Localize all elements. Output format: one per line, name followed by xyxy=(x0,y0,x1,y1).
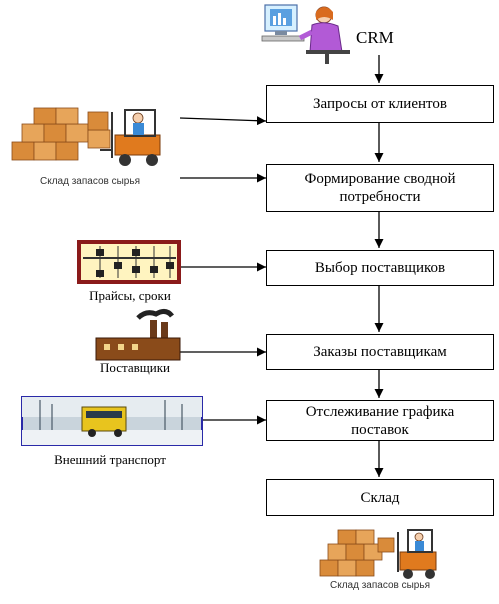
step-demand-formation: Формирование сводной потребности xyxy=(266,164,494,212)
warehouse-forklift-icon-top xyxy=(5,100,180,180)
truck-photo-icon xyxy=(21,396,203,446)
step-delivery-tracking-text: Отслеживание графика поставок xyxy=(305,403,455,438)
step-supplier-orders-text: Заказы поставщикам xyxy=(313,344,447,360)
crm-label: CRM xyxy=(356,28,394,47)
factory-icon xyxy=(95,308,181,361)
abacus-icon xyxy=(77,240,181,284)
caption-suppliers: Поставщики xyxy=(100,360,170,375)
caption-warehouse-bottom: Склад запасов сырья xyxy=(330,580,430,591)
step-demand-formation-text: Формирование сводной потребности xyxy=(304,171,456,205)
caption-transport: Внешний транспорт xyxy=(54,452,166,467)
caption-prices: Прайсы, сроки xyxy=(89,288,171,303)
step-client-requests: Запросы от клиентов xyxy=(266,85,494,123)
step-supplier-selection-text: Выбор поставщиков xyxy=(314,260,446,276)
arrow-warehouse-to-requests xyxy=(179,116,267,126)
step-supplier-selection: Выбор поставщиков xyxy=(266,250,494,286)
horizontal-arrows xyxy=(179,116,267,425)
warehouse-forklift-icon-bottom xyxy=(315,520,445,600)
step-delivery-tracking: Отслеживание графика поставок xyxy=(266,400,494,441)
step-supplier-orders: Заказы поставщикам xyxy=(266,334,494,370)
caption-warehouse-top: Склад запасов сырья xyxy=(40,176,140,187)
step-warehouse-text: Склад xyxy=(360,489,400,506)
step-warehouse: Склад xyxy=(266,479,494,516)
step-client-requests-text: Запросы от клиентов xyxy=(313,96,447,112)
crm-person-computer-icon xyxy=(261,4,350,64)
